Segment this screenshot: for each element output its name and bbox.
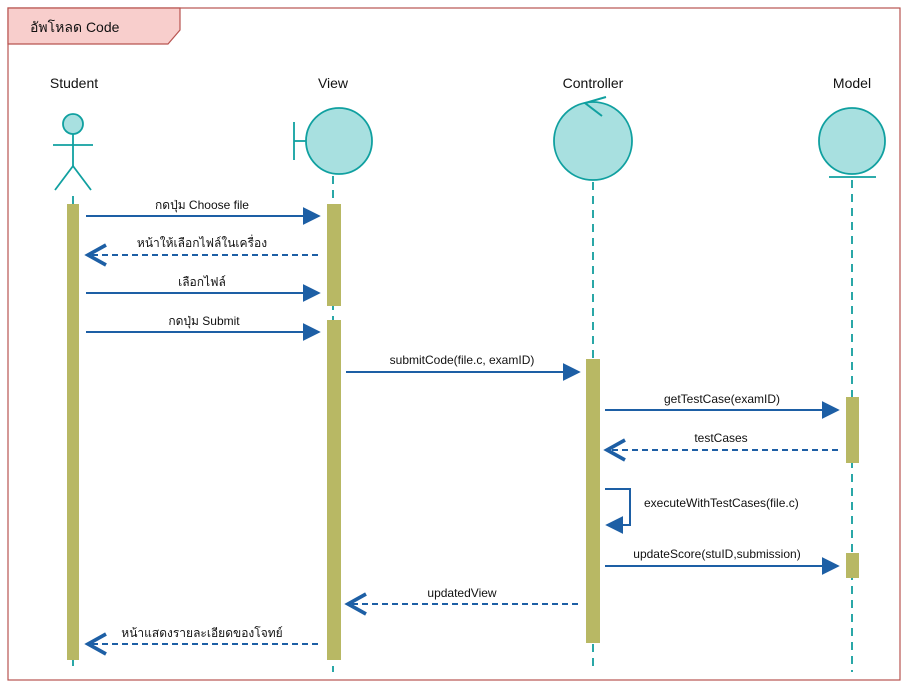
lifeline-label-student: Student — [50, 75, 98, 91]
message-label: หน้าแสดงรายละเอียดของโจทย์ — [121, 626, 282, 640]
message-8: executeWithTestCases(file.c) — [605, 488, 799, 534]
activation-view-1 — [327, 204, 341, 306]
message-9: updateScore(stuID,submission) — [605, 547, 840, 575]
activation-student — [67, 204, 79, 660]
message-label: หน้าให้เลือกไฟล์ในเครื่อง — [137, 234, 267, 250]
message-label: เลือกไฟล์ — [178, 275, 226, 289]
frame-title-tab — [7, 7, 181, 45]
message-label: executeWithTestCases(file.c) — [644, 496, 799, 510]
activation-view-2 — [327, 320, 341, 660]
student-actor-icon — [53, 113, 93, 191]
lifeline-label-controller: Controller — [563, 75, 624, 91]
message-label: กดปุ่ม Submit — [168, 314, 240, 329]
message-1: กดปุ่ม Choose file — [86, 198, 321, 225]
message-2: หน้าให้เลือกไฟล์ในเครื่อง — [84, 234, 318, 267]
message-5: submitCode(file.c, examID) — [346, 353, 581, 381]
frame-border — [7, 7, 901, 681]
view-boundary-icon — [293, 107, 373, 175]
lifeline-label-view: View — [318, 75, 349, 91]
activation-controller — [586, 359, 600, 643]
controller-control-icon — [553, 96, 633, 181]
message-10: updatedView — [344, 586, 578, 616]
message-11: หน้าแสดงรายละเอียดของโจทย์ — [84, 626, 318, 656]
message-label: getTestCase(examID) — [664, 392, 780, 406]
model-entity-icon — [818, 107, 886, 178]
message-label: updateScore(stuID,submission) — [633, 547, 800, 561]
message-label: submitCode(file.c, examID) — [390, 353, 535, 367]
message-6: getTestCase(examID) — [605, 392, 840, 419]
lifeline-label-model: Model — [833, 75, 871, 91]
message-label: กดปุ่ม Choose file — [155, 198, 249, 213]
message-label: testCases — [694, 431, 747, 445]
message-label: updatedView — [427, 586, 497, 600]
activation-model-1 — [846, 397, 859, 463]
frame-title: อัพโหลด Code — [30, 19, 120, 35]
activation-model-2 — [846, 553, 859, 578]
message-7: testCases — [603, 431, 838, 462]
message-4: กดปุ่ม Submit — [86, 314, 321, 341]
message-3: เลือกไฟล์ — [86, 275, 321, 302]
